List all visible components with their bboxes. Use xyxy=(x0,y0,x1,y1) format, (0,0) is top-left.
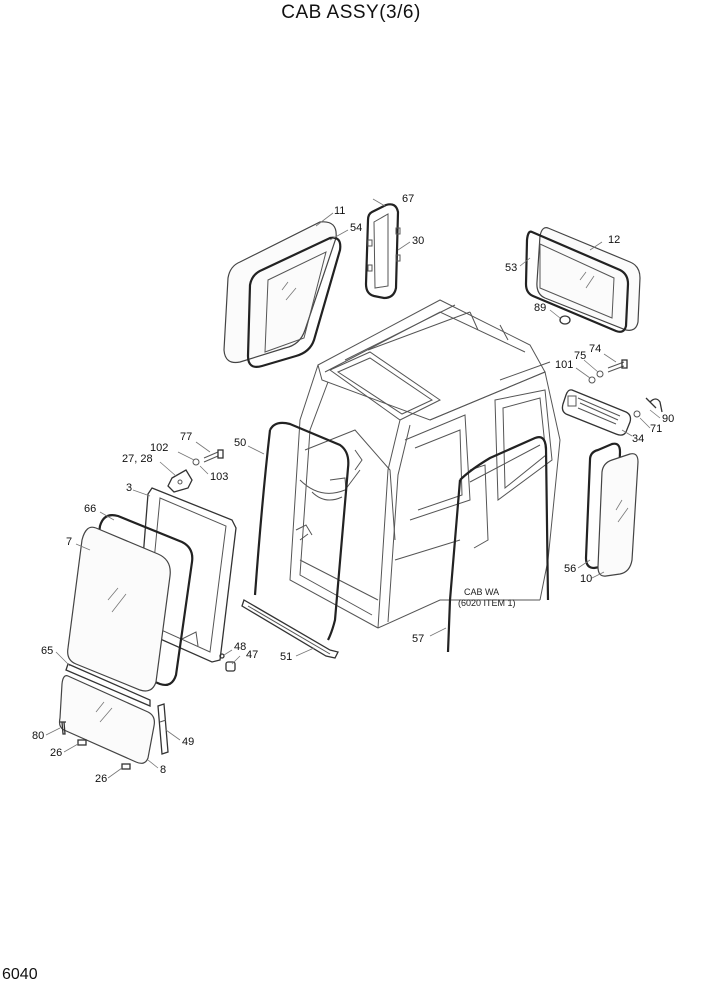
callout-65: 65 xyxy=(41,645,53,657)
callout-57: 57 xyxy=(412,633,424,645)
part-51-bottom-rail xyxy=(241,599,339,659)
callout-12: 12 xyxy=(608,234,620,246)
callout-27-28: 27, 28 xyxy=(122,453,153,465)
callout-51: 51 xyxy=(280,651,292,663)
callout-48: 48 xyxy=(234,641,246,653)
callout-102: 102 xyxy=(150,442,168,454)
callout-7: 7 xyxy=(66,536,72,548)
callout-101: 101 xyxy=(555,359,573,371)
cab-weldment-note-line2: (6020 ITEM 1) xyxy=(458,598,516,608)
part-30-small-seal xyxy=(364,203,401,300)
part-57-door-seal xyxy=(446,436,550,653)
callout-56: 56 xyxy=(564,563,576,575)
part-80-26-fasteners xyxy=(60,721,131,770)
part-65-seal-strip xyxy=(65,663,151,707)
latch-assembly-right xyxy=(561,359,663,436)
leader-lines xyxy=(45,198,661,779)
cab-body xyxy=(289,299,561,629)
callout-3: 3 xyxy=(126,482,132,494)
callout-74: 74 xyxy=(589,343,601,355)
callout-80: 80 xyxy=(32,730,44,742)
part-7-door-glass xyxy=(67,526,171,692)
callout-50: 50 xyxy=(234,437,246,449)
part-50-front-seal xyxy=(253,421,350,641)
part-53-side-seal xyxy=(524,230,630,333)
part-10-lower-glass xyxy=(597,453,639,577)
callout-71: 71 xyxy=(650,423,662,435)
callout-75: 75 xyxy=(574,350,586,362)
callout-labels: 11 54 67 30 12 53 89 74 75 101 90 71 34 … xyxy=(32,193,674,785)
callout-49: 49 xyxy=(182,736,194,748)
part-11-rear-glass xyxy=(223,221,337,364)
callout-66: 66 xyxy=(84,503,96,515)
part-54-rear-seal xyxy=(246,236,342,368)
callout-10: 10 xyxy=(580,573,592,585)
callout-34: 34 xyxy=(632,433,644,445)
callout-26-lower: 26 xyxy=(95,773,107,785)
callout-11: 11 xyxy=(334,205,345,217)
part-66-door-seal xyxy=(82,514,194,687)
hinge-bracket xyxy=(167,449,224,493)
part-49-channel xyxy=(157,703,169,755)
part-48-47-fasteners xyxy=(219,653,236,672)
part-12-side-glass xyxy=(536,227,641,331)
callout-53: 53 xyxy=(505,262,517,274)
callout-90: 90 xyxy=(662,413,674,425)
callout-89: 89 xyxy=(534,302,546,314)
callout-8: 8 xyxy=(160,764,166,776)
cab-weldment-note-line1: CAB WA xyxy=(464,587,499,597)
page-title: CAB ASSY(3/6) xyxy=(281,2,421,23)
callout-103: 103 xyxy=(210,471,228,483)
callout-77: 77 xyxy=(180,431,192,443)
callout-47: 47 xyxy=(246,649,258,661)
part-8-lower-glass xyxy=(58,675,155,764)
callout-26-upper: 26 xyxy=(50,747,62,759)
callout-30: 30 xyxy=(412,235,424,247)
callout-54: 54 xyxy=(350,222,362,234)
callout-67: 67 xyxy=(402,193,414,205)
part-89-o-ring xyxy=(559,315,571,325)
page-number: 6040 xyxy=(2,966,38,983)
